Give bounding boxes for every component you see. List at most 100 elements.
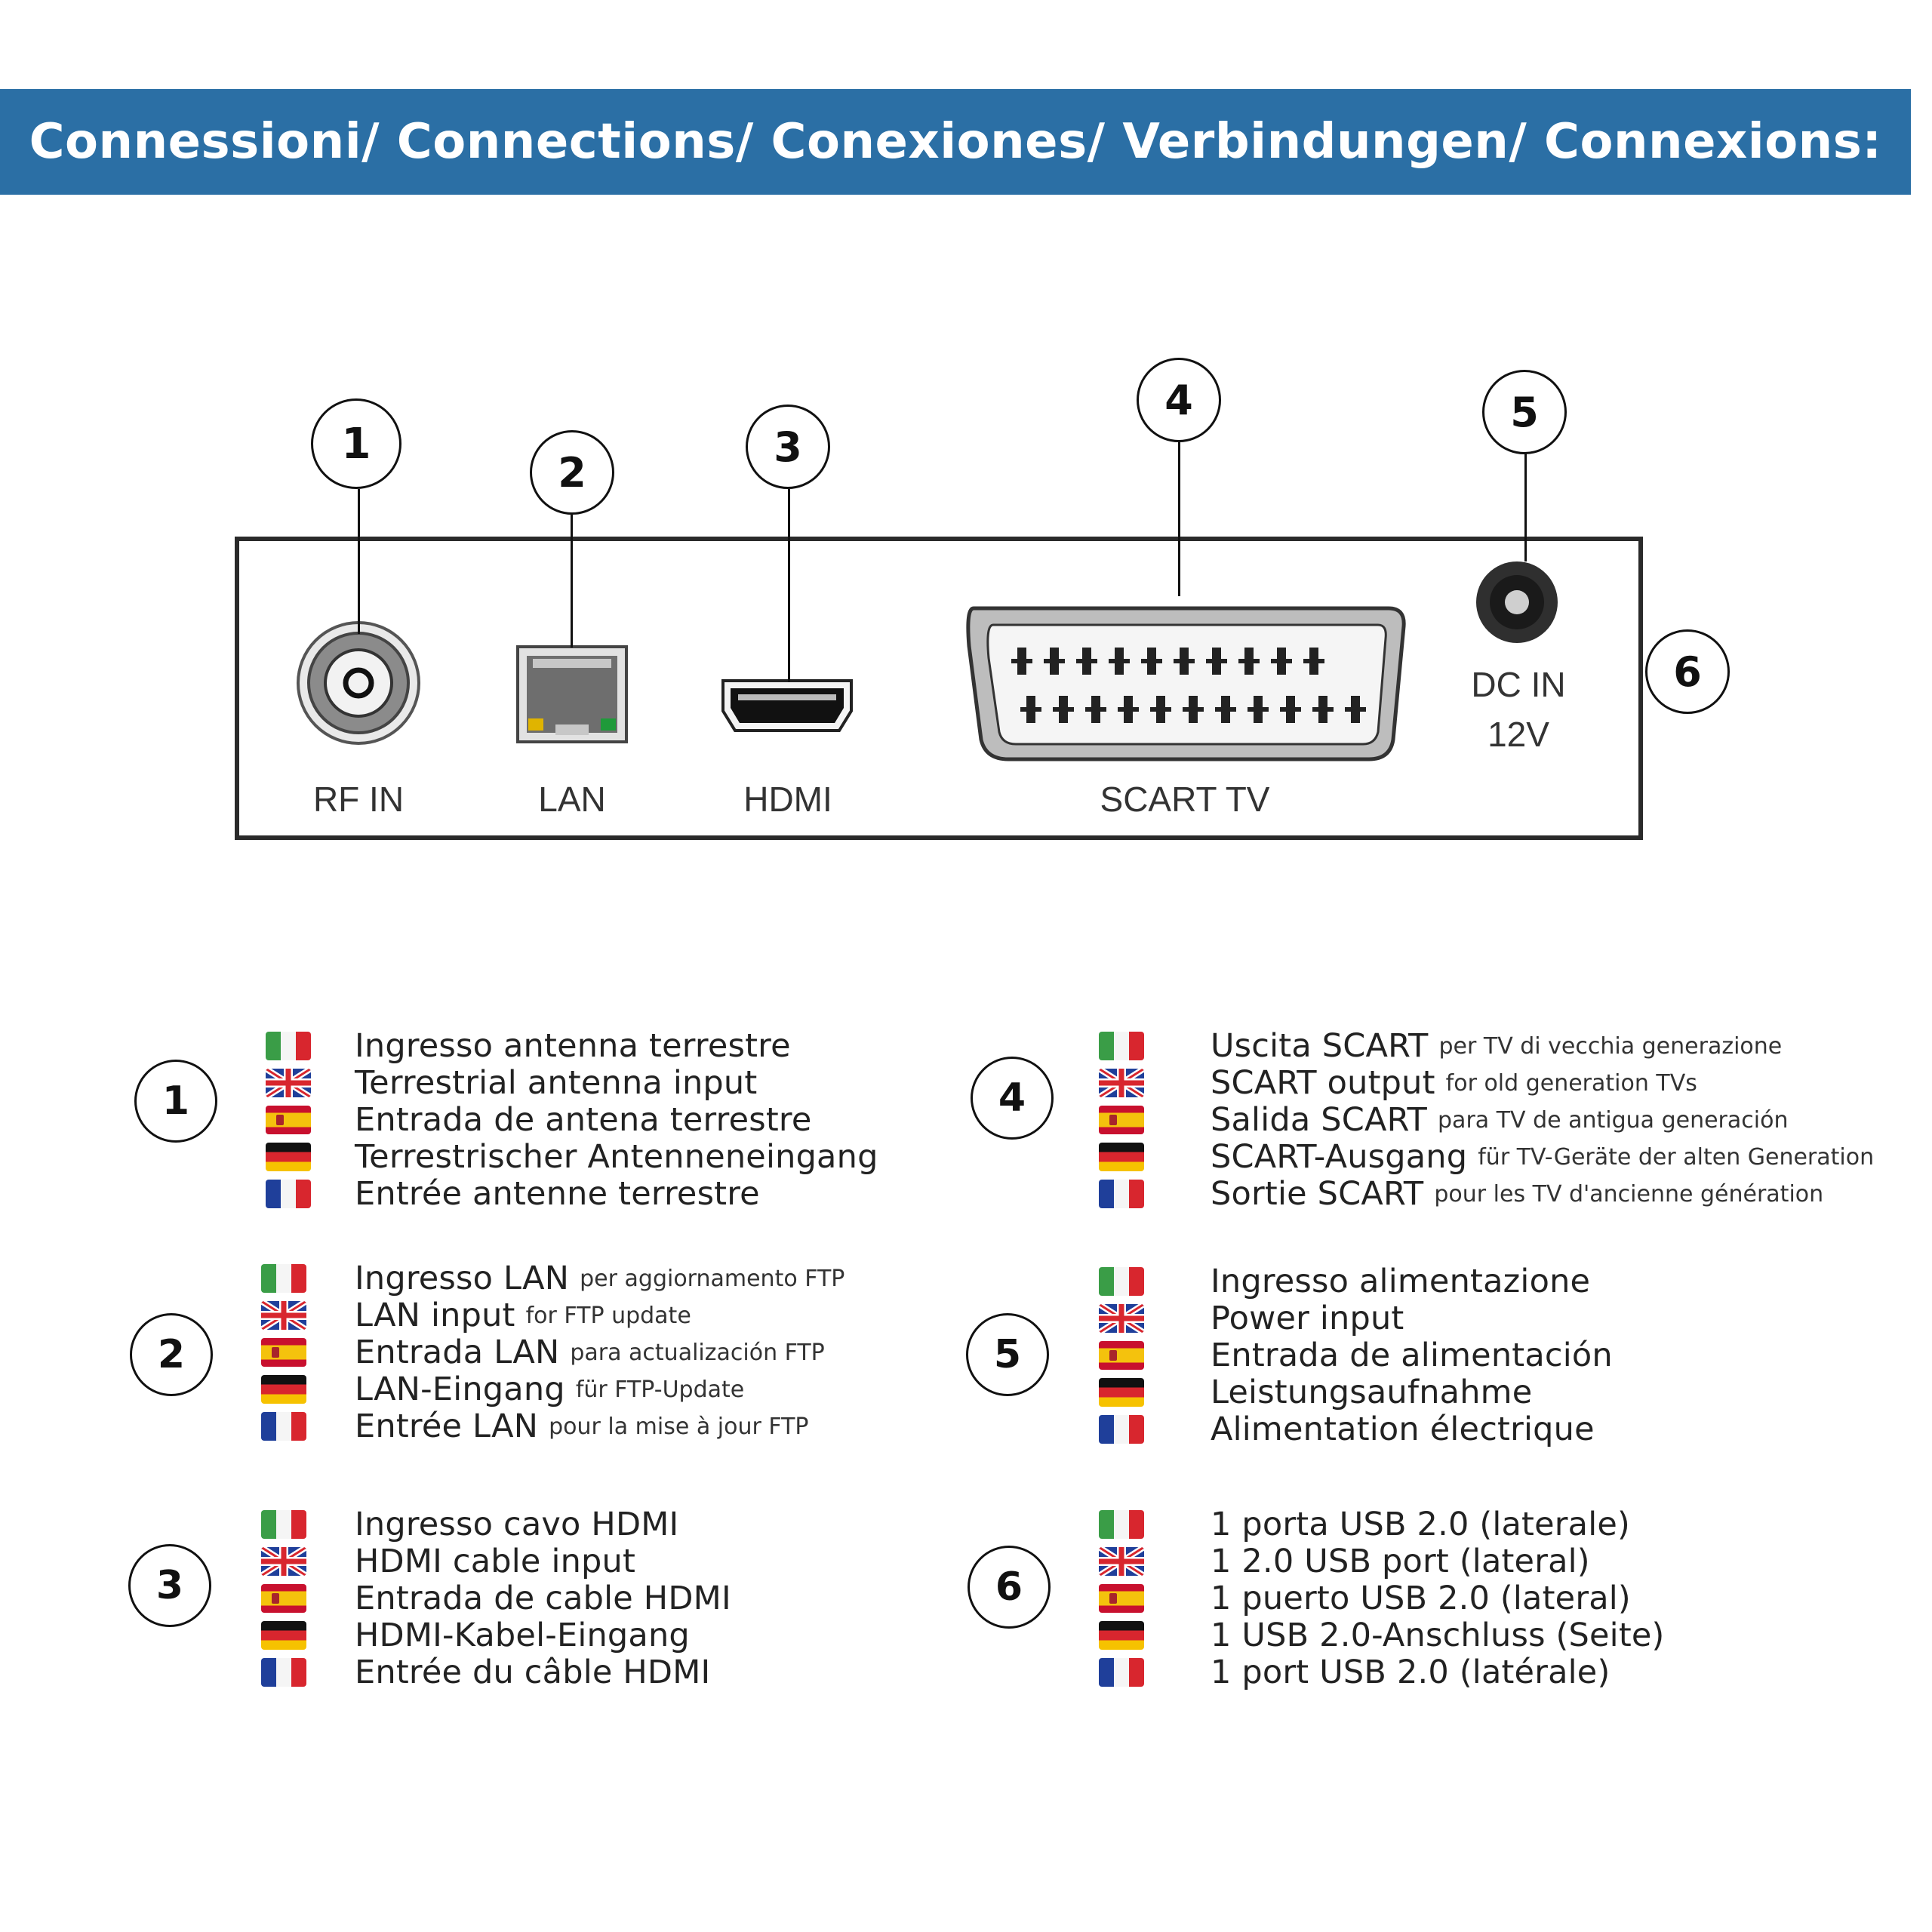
legend-row-1-it: Ingresso antenna terrestre xyxy=(355,1027,791,1065)
legend-text: Terrestrischer Antenneneingang xyxy=(355,1138,878,1176)
scart-pin-bar xyxy=(1303,659,1324,663)
uk-flag-icon xyxy=(261,1301,306,1330)
france-flag-icon xyxy=(1099,1415,1144,1444)
france-flag-icon xyxy=(1099,1180,1144,1208)
legend-row-3-it: Ingresso cavo HDMI xyxy=(355,1506,678,1543)
legend-subtext: pour les TV d'ancienne génération xyxy=(1434,1180,1824,1208)
legend-text: SCART output xyxy=(1211,1064,1435,1102)
leader-line-1 xyxy=(358,489,360,634)
page-title: Connessioni/ Connections/ Conexiones/ Ve… xyxy=(29,114,1882,170)
port-label-scart: SCART TV xyxy=(1100,780,1270,819)
uk-flag-icon xyxy=(1099,1547,1144,1576)
scart-pin-bar xyxy=(1174,659,1195,663)
callout-4: 4 xyxy=(1137,358,1221,442)
scart-connector-icon xyxy=(966,606,1406,761)
dc-in-jack-icon xyxy=(1476,561,1558,643)
scart-pin-bar xyxy=(1215,707,1236,712)
scart-pin-bar xyxy=(1044,659,1065,663)
rf-in-connector-icon xyxy=(297,621,420,745)
legend-row-1-fr: Entrée antenne terrestre xyxy=(355,1175,760,1213)
lan-led-yellow xyxy=(528,718,543,731)
legend-text: 1 porta USB 2.0 (laterale) xyxy=(1211,1506,1630,1543)
legend-text: Power input xyxy=(1211,1300,1404,1337)
port-label-hdmi: HDMI xyxy=(743,780,832,819)
germany-flag-icon xyxy=(1099,1378,1144,1407)
legend-text: LAN input xyxy=(355,1297,515,1334)
france-flag-icon xyxy=(261,1412,306,1441)
legend-row-1-en: Terrestrial antenna input xyxy=(355,1064,758,1102)
legend-row-3-de: HDMI-Kabel-Eingang xyxy=(355,1617,690,1654)
legend-text: Ingresso antenna terrestre xyxy=(355,1027,791,1065)
spain-emblem xyxy=(1109,1115,1117,1125)
legend-text: Entrée LAN xyxy=(355,1407,539,1445)
legend-text: Uscita SCART xyxy=(1211,1027,1429,1065)
spain-flag-icon xyxy=(1099,1584,1144,1613)
scart-pin-bar xyxy=(1109,659,1130,663)
legend-row-4-it: Uscita SCART per TV di vecchia generazion… xyxy=(1211,1027,1783,1065)
legend-row-1-es: Entrada de antena terrestre xyxy=(355,1101,812,1139)
callout-6: 6 xyxy=(1645,629,1730,714)
scart-pin-bar xyxy=(1280,707,1301,712)
callout-2: 2 xyxy=(530,430,614,515)
scart-pin-bar xyxy=(1076,659,1097,663)
legend-row-5-en: Power input xyxy=(1211,1300,1404,1337)
port-label-dc-voltage: 12V xyxy=(1487,715,1549,754)
france-flag-icon xyxy=(261,1658,306,1687)
legend-text: Entrada de cable HDMI xyxy=(355,1580,731,1617)
france-flag-icon xyxy=(266,1180,311,1208)
legend-row-5-de: Leistungsaufnahme xyxy=(1211,1374,1532,1411)
scart-pin-bar xyxy=(1011,659,1032,663)
legend-number-1: 1 xyxy=(134,1060,217,1143)
legend-subtext: per TV di vecchia generazione xyxy=(1438,1032,1783,1060)
hdmi-port-icon xyxy=(721,679,853,732)
legend-text: HDMI-Kabel-Eingang xyxy=(355,1617,690,1654)
scart-pin-bar xyxy=(1118,707,1139,712)
legend-text: Terrestrial antenna input xyxy=(355,1064,758,1102)
scart-pin-bar xyxy=(1141,659,1162,663)
germany-flag-icon xyxy=(266,1143,311,1171)
leader-line-5 xyxy=(1524,453,1527,561)
legend-number-2: 2 xyxy=(130,1313,213,1396)
scart-pins xyxy=(1011,648,1366,723)
germany-flag-icon xyxy=(261,1621,306,1650)
legend-text: 1 2.0 USB port (lateral) xyxy=(1211,1543,1590,1580)
legend-text: Sortie SCART xyxy=(1211,1175,1424,1213)
lan-led-green xyxy=(601,718,616,731)
scart-pin-bar xyxy=(1053,707,1074,712)
legend-text: Ingresso LAN xyxy=(355,1260,570,1297)
scart-pin-bar xyxy=(1312,707,1334,712)
legend-text: Entrée antenne terrestre xyxy=(355,1175,760,1213)
italy-flag-icon xyxy=(261,1264,306,1293)
france-flag-icon xyxy=(1099,1658,1144,1687)
germany-flag-icon xyxy=(1099,1621,1144,1650)
legend-row-5-it: Ingresso alimentazione xyxy=(1211,1263,1590,1300)
legend-subtext: für TV-Geräte der alten Generation xyxy=(1478,1143,1875,1171)
italy-flag-icon xyxy=(266,1032,311,1060)
legend-text: Entrada LAN xyxy=(355,1334,560,1371)
legend-row-3-es: Entrada de cable HDMI xyxy=(355,1580,731,1617)
legend-subtext: per aggiornamento FTP xyxy=(580,1265,845,1292)
legend-number-6: 6 xyxy=(968,1546,1051,1629)
legend-number-3: 3 xyxy=(128,1544,211,1627)
italy-flag-icon xyxy=(1099,1032,1144,1060)
leader-line-2 xyxy=(571,515,573,648)
legend-row-6-fr: 1 port USB 2.0 (latérale) xyxy=(1211,1654,1611,1691)
scart-pin-bar xyxy=(1247,707,1269,712)
legend-subtext: para TV de antigua generación xyxy=(1438,1106,1789,1134)
germany-flag-icon xyxy=(1099,1143,1144,1171)
legend-row-6-en: 1 2.0 USB port (lateral) xyxy=(1211,1543,1590,1580)
spain-flag-icon xyxy=(1099,1106,1144,1134)
legend-subtext: pour la mise à jour FTP xyxy=(549,1413,809,1440)
legend-text: 1 port USB 2.0 (latérale) xyxy=(1211,1654,1611,1691)
legend-text: Entrada de alimentación xyxy=(1211,1337,1613,1374)
port-label-lan: LAN xyxy=(538,780,606,819)
italy-flag-icon xyxy=(261,1510,306,1539)
germany-flag-icon xyxy=(261,1375,306,1404)
scart-pin-bar xyxy=(1085,707,1106,712)
uk-flag-icon xyxy=(1099,1069,1144,1097)
spain-flag-icon xyxy=(1099,1341,1144,1370)
leader-line-4 xyxy=(1178,441,1180,596)
spain-emblem xyxy=(272,1593,279,1604)
